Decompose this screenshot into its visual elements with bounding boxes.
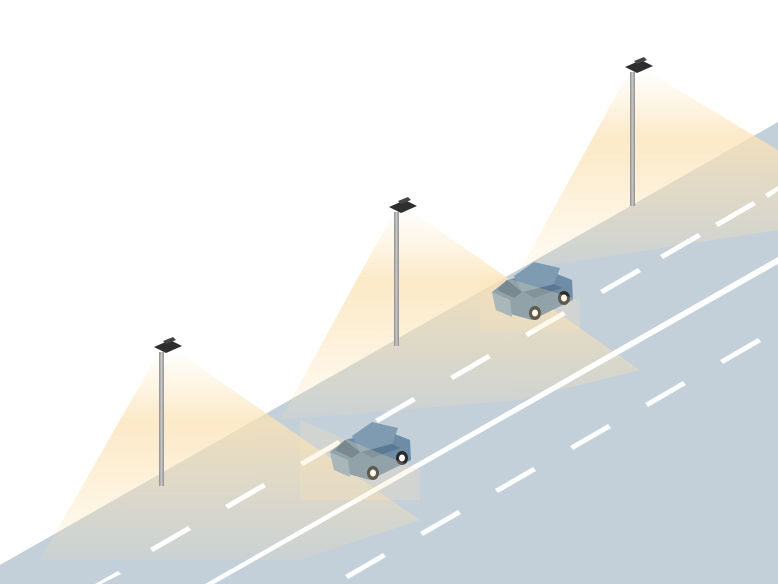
- car-icon: [492, 262, 573, 320]
- light-beam-3: [520, 70, 778, 270]
- street-light-icon: [154, 337, 182, 486]
- tire: [399, 454, 405, 462]
- street-light-pole: [159, 352, 164, 486]
- tire: [561, 294, 567, 302]
- dashed-line-right: [345, 338, 761, 579]
- light-beam-1: [40, 350, 420, 560]
- tire: [532, 309, 538, 317]
- street-light-head: [389, 200, 417, 213]
- street-light-head: [625, 60, 653, 73]
- light-glow-car-1: [300, 420, 420, 500]
- dashed-line-left: [95, 186, 778, 584]
- street-light-icon: [389, 197, 417, 346]
- light-beam-2: [280, 210, 640, 420]
- lane-markings: [95, 186, 778, 584]
- car-icon: [330, 422, 411, 480]
- tire: [370, 469, 376, 477]
- light-beams: [40, 70, 778, 560]
- street-light-icon: [625, 57, 653, 206]
- center-line: [205, 257, 778, 584]
- light-glow-car-2: [480, 270, 580, 330]
- street-light-head: [154, 340, 182, 353]
- street-light-pole: [630, 72, 635, 206]
- street-light-pole: [394, 212, 399, 346]
